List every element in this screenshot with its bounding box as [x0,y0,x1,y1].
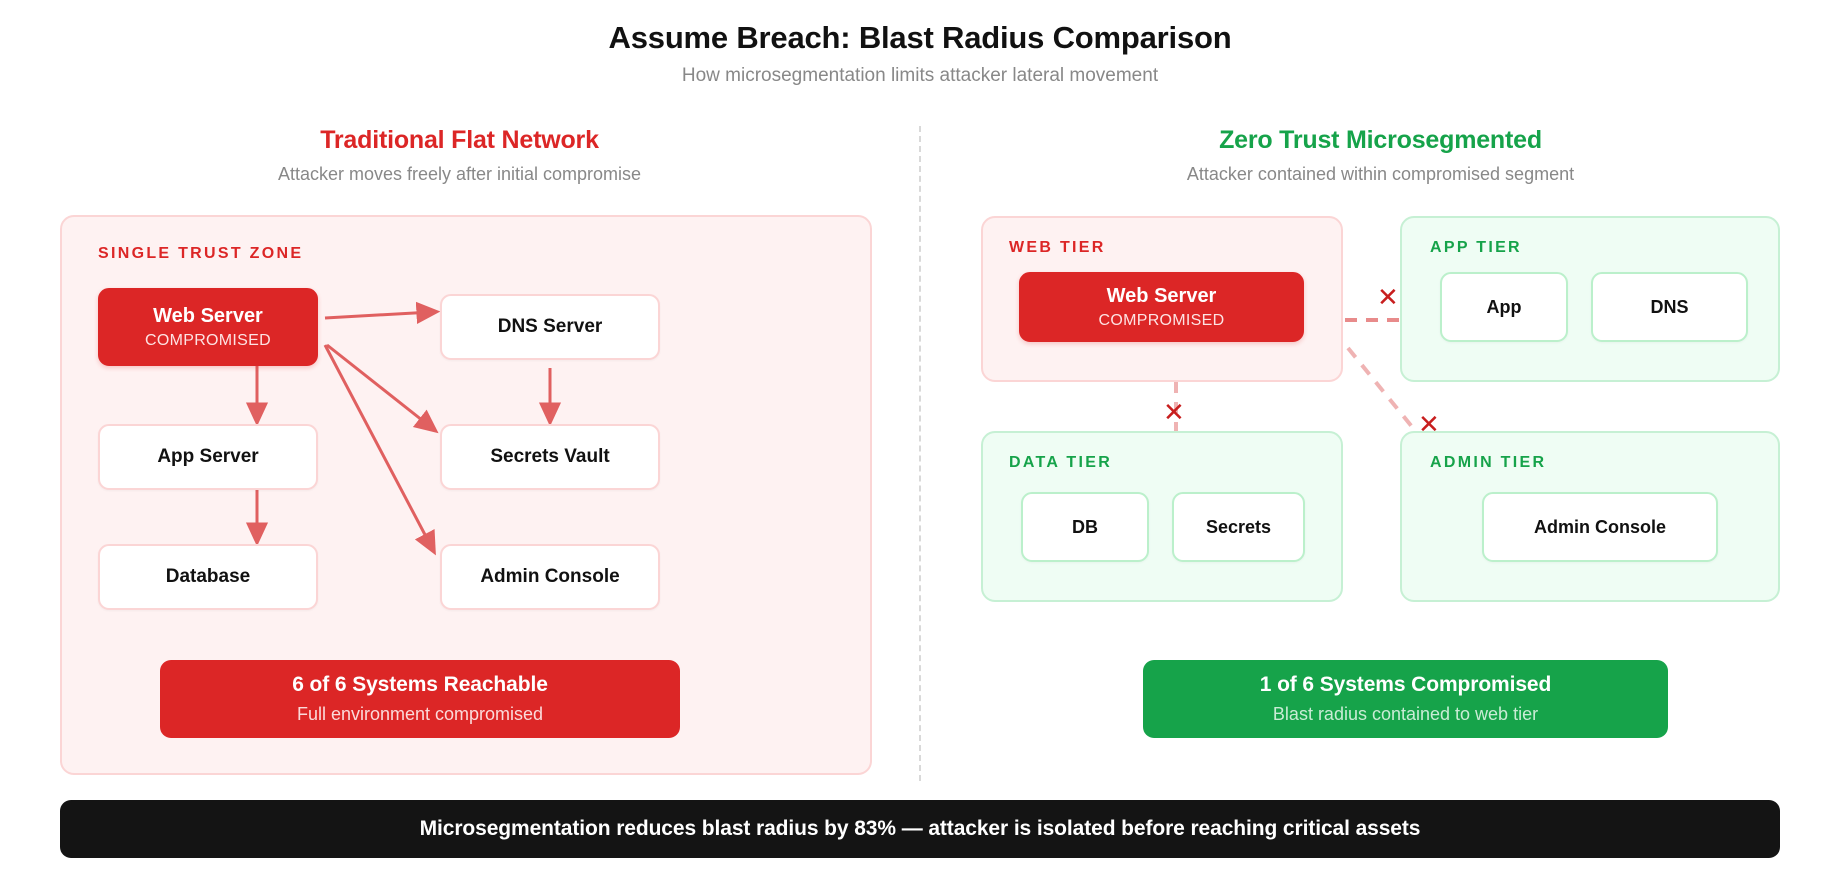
bottom-banner: Microsegmentation reduces blast radius b… [60,800,1780,858]
node-data-tier-secrets[interactable]: Secrets [1172,492,1305,562]
node-database[interactable]: Database [98,544,318,610]
node-admin-console[interactable]: Admin Console [440,544,660,610]
page-header: Assume Breach: Blast Radius Comparison H… [0,20,1840,87]
node-label: Secrets Vault [490,446,610,467]
node-status: COMPROMISED [1098,311,1225,329]
node-app-server[interactable]: App Server [98,424,318,490]
node-app-tier-app[interactable]: App [1440,272,1568,342]
left-panel: Traditional Flat Network Attacker moves … [0,126,919,185]
node-label: App [1486,296,1522,317]
page-title: Assume Breach: Blast Radius Comparison [608,20,1232,55]
node-label: App Server [157,446,259,467]
node-label: DNS [1650,296,1689,317]
segment-web-tier-label: WEB TIER [1009,239,1106,256]
blocked-x-icon-app: ✕ [1377,283,1399,313]
node-label: Web Server [1106,284,1217,307]
blocked-x-icon-data: ✕ [1163,398,1185,428]
node-app-tier-dns[interactable]: DNS [1591,272,1748,342]
node-label: DB [1072,516,1098,537]
right-panel-subtitle: Attacker contained within compromised se… [1186,164,1575,184]
bottom-banner-text: Microsegmentation reduces blast radius b… [419,817,1421,840]
node-web-server[interactable]: Web Server COMPROMISED [98,288,318,366]
segment-data-tier-label: DATA TIER [1009,454,1113,471]
left-panel-title: Traditional Flat Network [320,126,599,154]
node-label: Secrets [1205,516,1272,537]
node-label: Admin Console [480,566,620,587]
node-data-tier-db[interactable]: DB [1021,492,1149,562]
node-dns-server[interactable]: DNS Server [440,294,660,360]
single-trust-zone-label: SINGLE TRUST ZONE [98,245,304,262]
left-summary-sub: Full environment compromised [296,704,544,724]
right-summary-sub: Blast radius contained to web tier [1272,704,1539,724]
node-web-tier-web-server[interactable]: Web Server COMPROMISED [1019,272,1304,342]
right-panel: Zero Trust Microsegmented Attacker conta… [921,126,1840,185]
node-label: DNS Server [497,316,603,337]
left-summary-main: 6 of 6 Systems Reachable [292,673,548,696]
panel-divider [919,126,921,781]
right-panel-title: Zero Trust Microsegmented [1219,126,1542,154]
node-label: Admin Console [1533,516,1666,537]
node-admin-tier-admin-console[interactable]: Admin Console [1482,492,1718,562]
node-status: COMPROMISED [145,331,271,349]
right-summary-badge: 1 of 6 Systems Compromised Blast radius … [1143,660,1668,738]
node-label: Web Server [153,304,263,327]
left-summary-badge: 6 of 6 Systems Reachable Full environmen… [160,660,680,738]
right-summary-main: 1 of 6 Systems Compromised [1259,673,1552,696]
node-label: Database [165,566,251,587]
left-panel-subtitle: Attacker moves freely after initial comp… [277,164,642,184]
segment-app-tier-label: APP TIER [1430,239,1522,256]
node-secrets-vault[interactable]: Secrets Vault [440,424,660,490]
page-subtitle: How microsegmentation limits attacker la… [681,65,1159,86]
segment-admin-tier-label: ADMIN TIER [1430,454,1547,471]
